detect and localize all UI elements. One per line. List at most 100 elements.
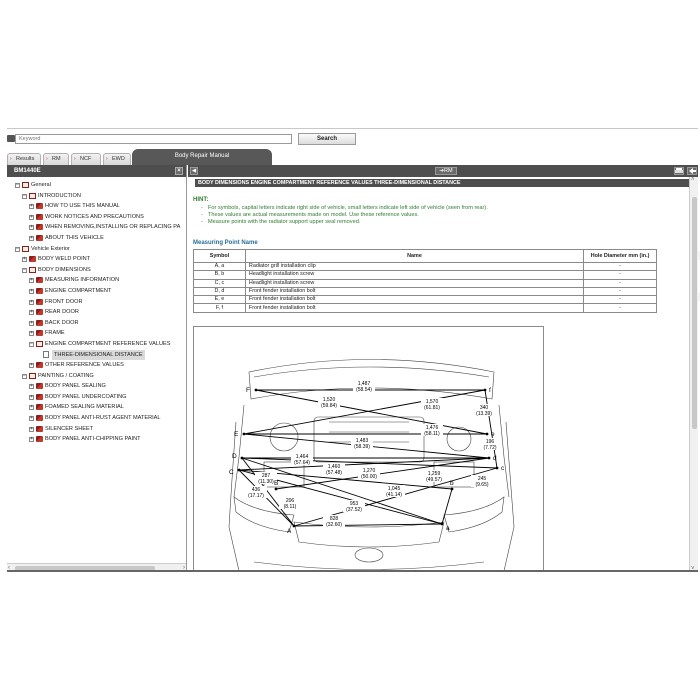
tree-item[interactable]: −BODY DIMENSIONS <box>7 265 187 276</box>
hint-item: -Measure points with the radiator suppor… <box>201 219 361 225</box>
expand-icon[interactable]: + <box>29 436 34 443</box>
dimension-label: 1,045(41.14) <box>383 485 405 498</box>
dimension-line <box>484 389 498 469</box>
collapse-icon[interactable]: − <box>22 192 27 199</box>
tab-rm[interactable]: ›RM <box>43 153 69 165</box>
tree-item[interactable]: −PAINTING / COATING <box>7 371 187 382</box>
expand-icon[interactable]: + <box>29 404 34 411</box>
tree-item[interactable]: +REAR DOOR <box>7 307 187 318</box>
tree-item[interactable]: +BODY WELD POINT <box>7 254 187 265</box>
scroll-left-icon[interactable]: ‹ <box>8 565 10 571</box>
tree-item[interactable]: + BACK DOOR <box>7 318 187 329</box>
tree-item[interactable]: +BODY PANEL SEALING <box>7 381 187 392</box>
tree-item[interactable]: +WHEN REMOVING,INSTALLING OR REPLACING P… <box>7 222 187 233</box>
dimension-inches: (32.60) <box>326 522 342 528</box>
tree-item[interactable]: + BODY PANEL ANTI-CHIPPING PAINT <box>7 434 187 445</box>
expand-icon[interactable]: + <box>29 234 34 241</box>
vertical-scrollbar[interactable]: ˄ ˅ <box>689 177 698 572</box>
search-button[interactable]: Search <box>298 133 356 145</box>
tree-item[interactable]: +FRAME <box>7 328 187 339</box>
tree-item-label: BACK DOOR <box>45 319 79 326</box>
dimension-label: 436(17.17) <box>245 486 267 499</box>
collapse-icon[interactable]: − <box>22 372 27 379</box>
collapse-icon[interactable]: − <box>15 245 20 252</box>
scroll-right-icon[interactable]: › <box>183 565 185 571</box>
tree-item[interactable]: +BODY PANEL UNDERCOATING <box>7 392 187 403</box>
expand-icon[interactable]: + <box>29 213 34 220</box>
measuring-point <box>483 388 487 392</box>
expand-icon[interactable]: + <box>29 224 34 231</box>
tree-item[interactable]: +FRONT DOOR <box>7 297 187 308</box>
tree-item[interactable]: −General <box>7 180 187 191</box>
dimension-label: 1,464(57.64) <box>291 453 313 466</box>
close-button[interactable]: × <box>175 167 183 175</box>
tree-item-label: BODY PANEL ANTI-CHIPPING PAINT <box>45 436 141 443</box>
tree-item[interactable]: − INTRODUCTION <box>7 191 187 202</box>
tree-item[interactable]: +WORK NOTICES AND PRECAUTIONS <box>7 212 187 223</box>
expand-icon[interactable]: + <box>29 309 34 316</box>
scroll-thumb[interactable] <box>15 566 155 571</box>
tree-item[interactable]: −Vehicle Exterior <box>7 244 187 255</box>
label-background <box>479 438 501 450</box>
tree-item[interactable]: +OTHER REFERENCE VALUES <box>7 360 187 371</box>
measuring-point <box>254 388 258 392</box>
dimension-line <box>441 488 453 525</box>
navigation-panel: BM1440E × −General−INTRODUCTION+HOW TO U… <box>7 165 187 572</box>
book-icon <box>36 425 43 432</box>
column-header: Symbol <box>193 249 246 263</box>
tree-item[interactable]: +HOW TO USE THIS MANUAL <box>7 201 187 212</box>
tree-item[interactable]: +ABOUT THIS VEHICLE <box>7 233 187 244</box>
tree-item-label: INTRODUCTION <box>38 192 81 199</box>
expand-icon[interactable]: + <box>22 256 27 263</box>
expand-icon[interactable]: + <box>29 393 34 400</box>
expand-icon[interactable]: + <box>29 319 34 326</box>
vehicle-outline <box>228 359 515 571</box>
scroll-up-icon[interactable]: ˄ <box>691 177 695 183</box>
dimension-label: 1,520(59.84) <box>318 396 340 409</box>
search-input[interactable] <box>15 134 292 144</box>
measuring-point <box>240 456 244 460</box>
tree-item[interactable]: −ENGINE COMPARTMENT REFERENCE VALUES <box>7 339 187 350</box>
tree-item[interactable]: +ENGINE COMPARTMENT <box>7 286 187 297</box>
point-label: b <box>450 480 454 487</box>
tab-results[interactable]: ›Results <box>7 153 41 165</box>
expand-icon[interactable]: + <box>29 415 34 422</box>
tab-ncf[interactable]: ›NCF <box>71 153 101 165</box>
back-button[interactable]: ◀ <box>190 167 198 175</box>
dimension-value: 1,483 <box>356 438 369 444</box>
exit-button[interactable] <box>687 167 697 175</box>
collapse-icon[interactable]: − <box>22 266 27 273</box>
horizontal-scrollbar[interactable]: ‹ › <box>7 563 186 572</box>
tab-ewd[interactable]: ›EWD <box>103 153 131 165</box>
print-button[interactable] <box>674 167 684 175</box>
scroll-thumb[interactable] <box>692 197 697 429</box>
table-cell: E, e <box>193 295 246 305</box>
expand-icon[interactable]: + <box>29 287 34 294</box>
expand-icon[interactable]: + <box>29 277 34 284</box>
expand-icon[interactable]: + <box>29 203 34 210</box>
expand-icon[interactable]: + <box>29 425 34 432</box>
tree-item[interactable]: THREE-DIMENSIONAL DISTANCE <box>7 349 187 361</box>
scroll-down-icon[interactable]: ˅ <box>691 566 695 572</box>
tree-item[interactable]: +BODY PANEL ANTI-RUST AGENT MATERIAL <box>7 413 187 424</box>
tree-item[interactable]: +FOAMED SEALING MATERIAL <box>7 402 187 413</box>
tree-item[interactable]: +SILENCER SHEET <box>7 424 187 435</box>
expand-icon[interactable]: + <box>29 383 34 390</box>
rm-link-button[interactable]: ➔RM <box>435 167 457 175</box>
dimension-label: 1,460(57.48) <box>323 463 345 476</box>
tab-arrow-icon: › <box>46 156 48 162</box>
tree-item[interactable]: +MEASURING INFORMATION <box>7 275 187 286</box>
collapse-icon[interactable]: − <box>15 182 20 188</box>
dimension-label: 1,570(61.81) <box>421 398 443 411</box>
expand-icon[interactable]: + <box>29 330 34 337</box>
table-cell: Radiator grill installation clip <box>244 261 585 272</box>
dimension-line <box>241 457 498 469</box>
tab-bar: ›Results ›RM ›NCF ›EWD Body Repair Manua… <box>7 149 698 165</box>
expand-icon[interactable]: + <box>29 298 34 305</box>
expand-icon[interactable]: + <box>29 362 34 369</box>
tab-body-repair-manual[interactable]: Body Repair Manual <box>132 149 272 165</box>
collapse-icon[interactable]: − <box>29 340 34 347</box>
